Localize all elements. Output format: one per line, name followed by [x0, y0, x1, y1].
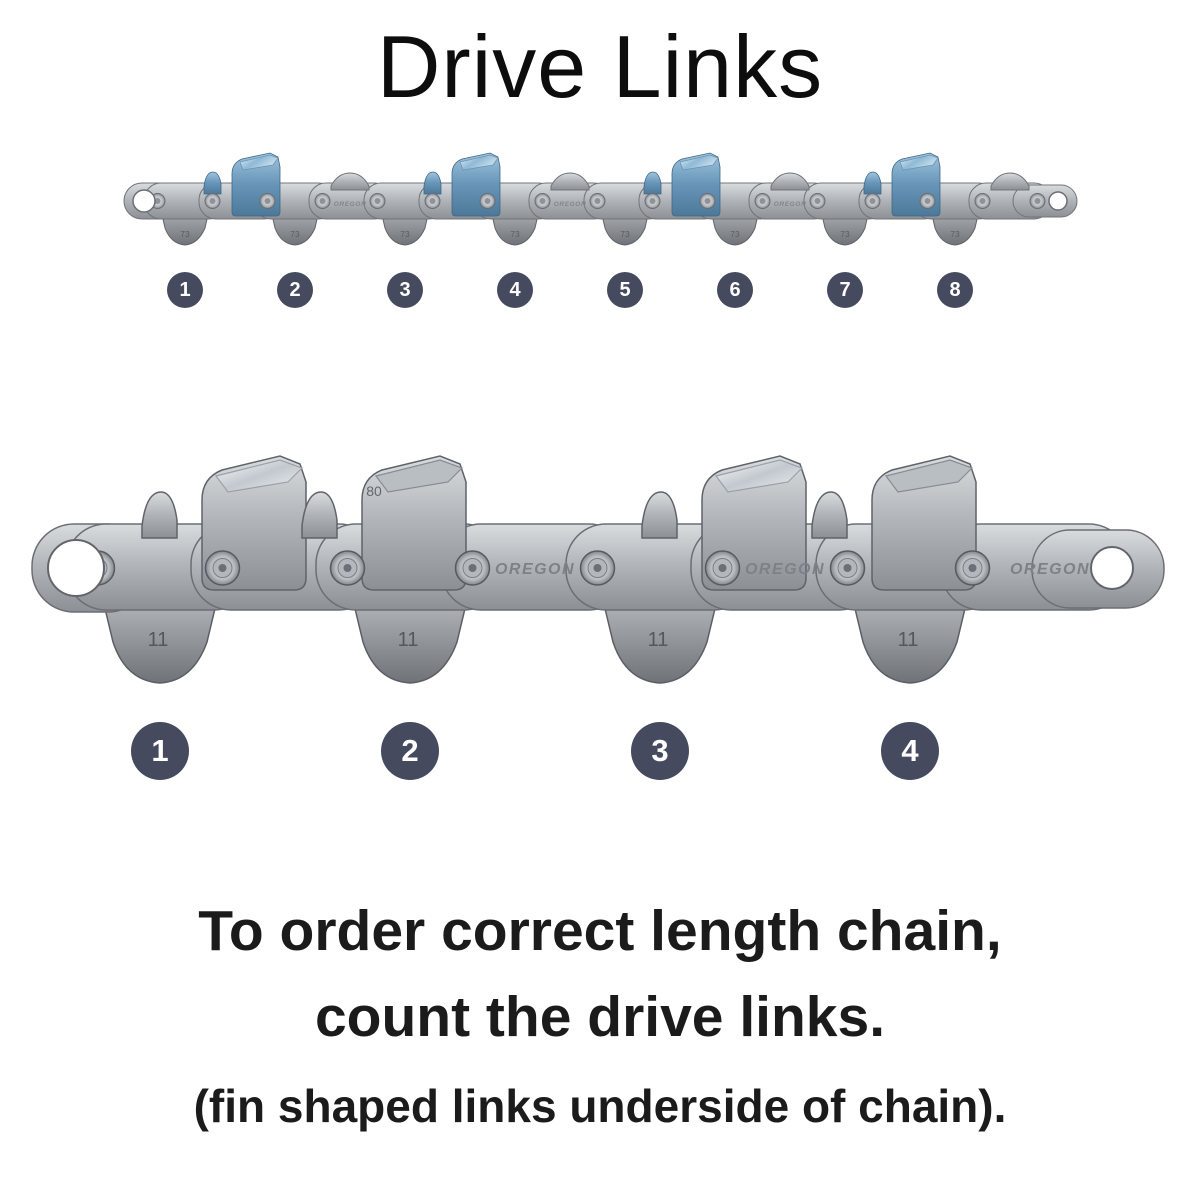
- fin-stamp-text: 73: [950, 229, 960, 239]
- fin-stamp-text: 11: [148, 629, 169, 651]
- drive-link-badge-1: 1: [167, 272, 203, 308]
- chain-end-hole-right-large: [1090, 546, 1134, 590]
- drive-link-badge-7: 7: [827, 272, 863, 308]
- fin-stamp-text: 73: [290, 229, 300, 239]
- brand-text: OREGON: [554, 201, 587, 208]
- drive-link-badge-5: 5: [607, 272, 643, 308]
- drive-link-badge-3: 3: [387, 272, 423, 308]
- fin-stamp-text: 73: [400, 229, 410, 239]
- chain-illustration-large: OREGON OREGON OREGON 80 11 11 11 11: [31, 455, 1165, 684]
- brand-text: OREGON: [1010, 561, 1090, 578]
- chain-end-hole-left-small: [132, 189, 156, 213]
- chain-end-hole-right-small: [1048, 191, 1068, 211]
- instruction-line-3: (fin shaped links underside of chain).: [193, 1080, 1007, 1132]
- chain-illustration-small: OREGON OREGON OREGON 73 73 73 73 73 73 7…: [123, 152, 1078, 246]
- fin-stamps-large: 11 11 11 11: [148, 629, 919, 651]
- drive-link-badge-large-3: 3: [631, 722, 689, 780]
- brand-stamps-large: OREGON OREGON OREGON: [495, 561, 1090, 578]
- drive-link-badge-large-1: 1: [131, 722, 189, 780]
- drive-link-badge-8: 8: [937, 272, 973, 308]
- page-title: Drive Links: [376, 17, 824, 116]
- fin-stamp-text: 73: [510, 229, 520, 239]
- fin-stamp-text: 11: [898, 629, 919, 651]
- brand-text: OREGON: [334, 201, 367, 208]
- fin-stamp-text: 73: [730, 229, 740, 239]
- drive-link-badge-large-2: 2: [381, 722, 439, 780]
- brand-text: OREGON: [745, 561, 825, 578]
- drive-link-badge-6: 6: [717, 272, 753, 308]
- cutter-stamp-text: 80: [366, 483, 382, 499]
- instruction-line-2: count the drive links.: [314, 985, 886, 1049]
- brand-text: OREGON: [774, 201, 807, 208]
- chain-end-hole-left-large: [47, 539, 105, 597]
- fin-stamp-text: 11: [648, 629, 669, 651]
- fin-stamp-text: 11: [398, 629, 419, 651]
- instruction-line-1: To order correct length chain,: [198, 899, 1002, 963]
- brand-text: OREGON: [495, 561, 575, 578]
- brand-stamps-small: OREGON OREGON OREGON: [334, 201, 807, 208]
- fin-stamps-small: 73 73 73 73 73 73 73 73: [180, 229, 960, 239]
- drive-link-badge-large-4: 4: [881, 722, 939, 780]
- fin-stamp-text: 73: [620, 229, 630, 239]
- footer-instructions: To order correct length chain, count the…: [0, 888, 1200, 1146]
- fin-stamp-text: 73: [180, 229, 190, 239]
- drive-link-badge-4: 4: [497, 272, 533, 308]
- fin-stamp-text: 73: [840, 229, 850, 239]
- drive-link-badge-2: 2: [277, 272, 313, 308]
